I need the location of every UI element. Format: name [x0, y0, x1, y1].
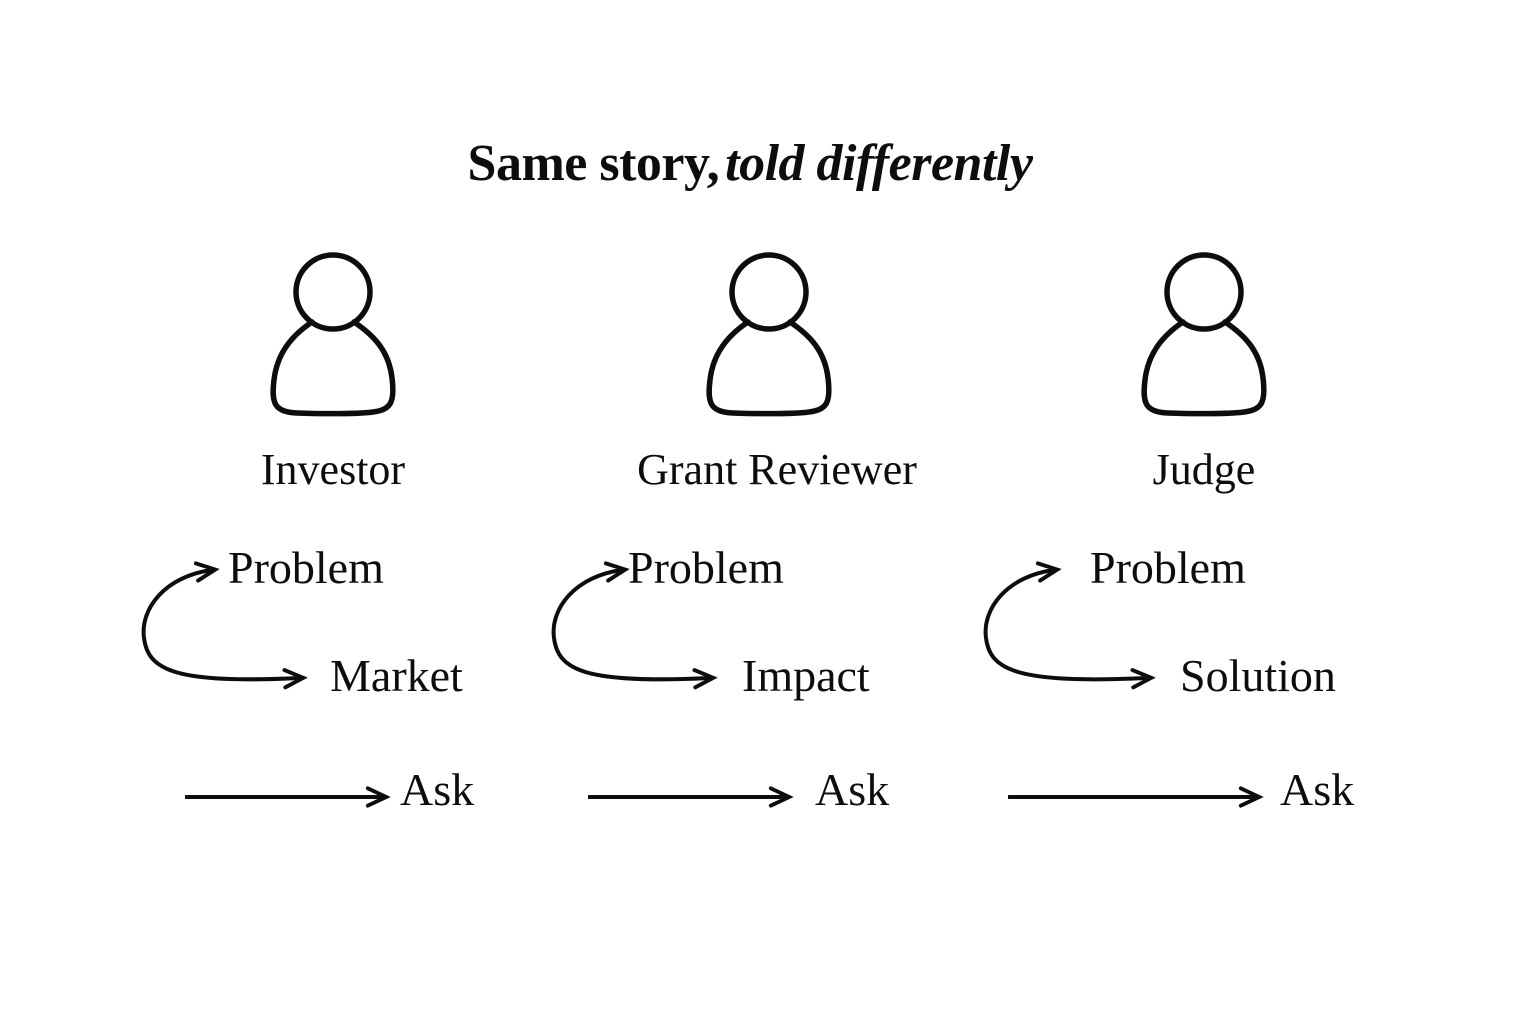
straight-arrow-icon: [185, 783, 415, 811]
person-icon: [1132, 252, 1276, 424]
curved-arrow-icon: [970, 556, 1165, 701]
title-leading: Same story,: [467, 135, 720, 192]
flow-step-solution: Solution: [1180, 650, 1336, 701]
straight-arrow-icon: [1008, 783, 1288, 811]
person-icon: [261, 252, 405, 424]
page-title: Same story,told differently: [0, 134, 1500, 193]
title-emphasis: told differently: [725, 135, 1033, 192]
flow-step-ask: Ask: [815, 764, 890, 815]
straight-arrow-icon: [588, 783, 818, 811]
persona-name-investor: Investor: [260, 445, 406, 494]
flow-step-ask: Ask: [400, 764, 475, 815]
flow-step-market: Market: [330, 650, 463, 701]
curved-arrow-icon: [128, 556, 323, 701]
person-icon: [697, 252, 841, 424]
flow-step-impact: Impact: [742, 650, 870, 701]
persona-name-judge: Judge: [1152, 445, 1256, 494]
flow-step-ask: Ask: [1280, 764, 1355, 815]
curved-arrow-icon: [538, 556, 733, 701]
persona-name-grant-reviewer: Grant Reviewer: [637, 445, 917, 494]
